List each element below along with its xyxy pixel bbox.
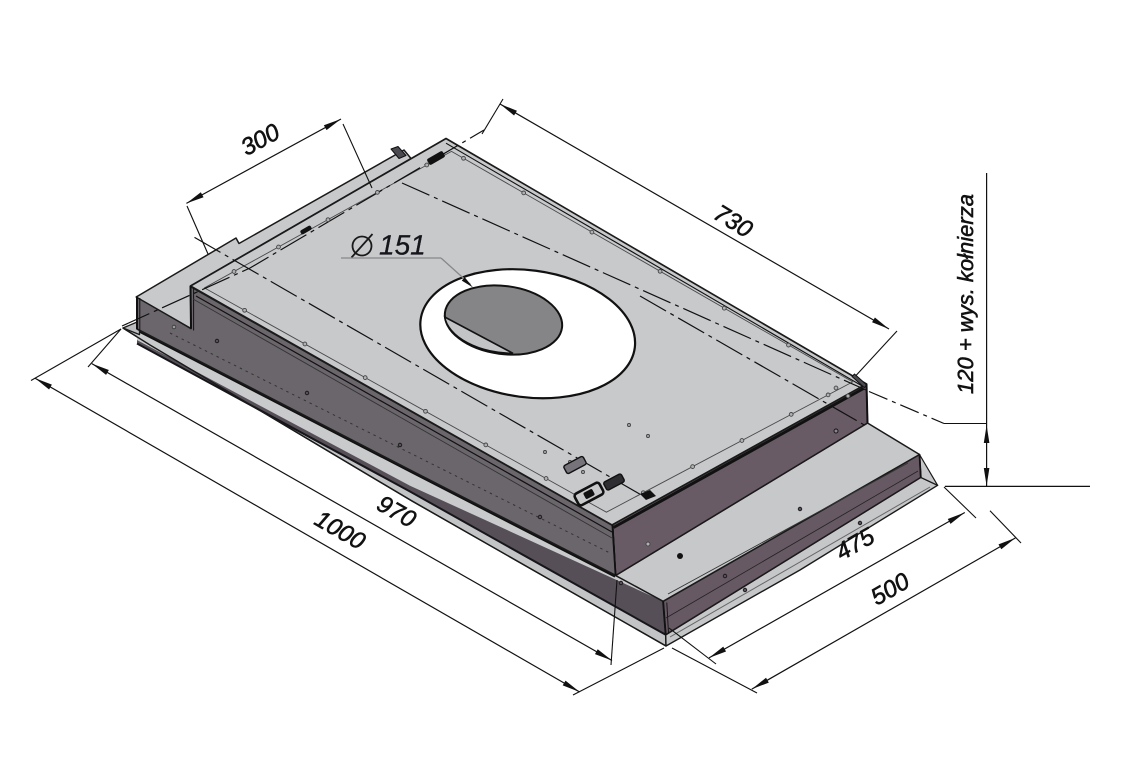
svg-text:120 + wys. kołnierza: 120 + wys. kołnierza (953, 194, 978, 394)
svg-text:151: 151 (379, 230, 426, 261)
